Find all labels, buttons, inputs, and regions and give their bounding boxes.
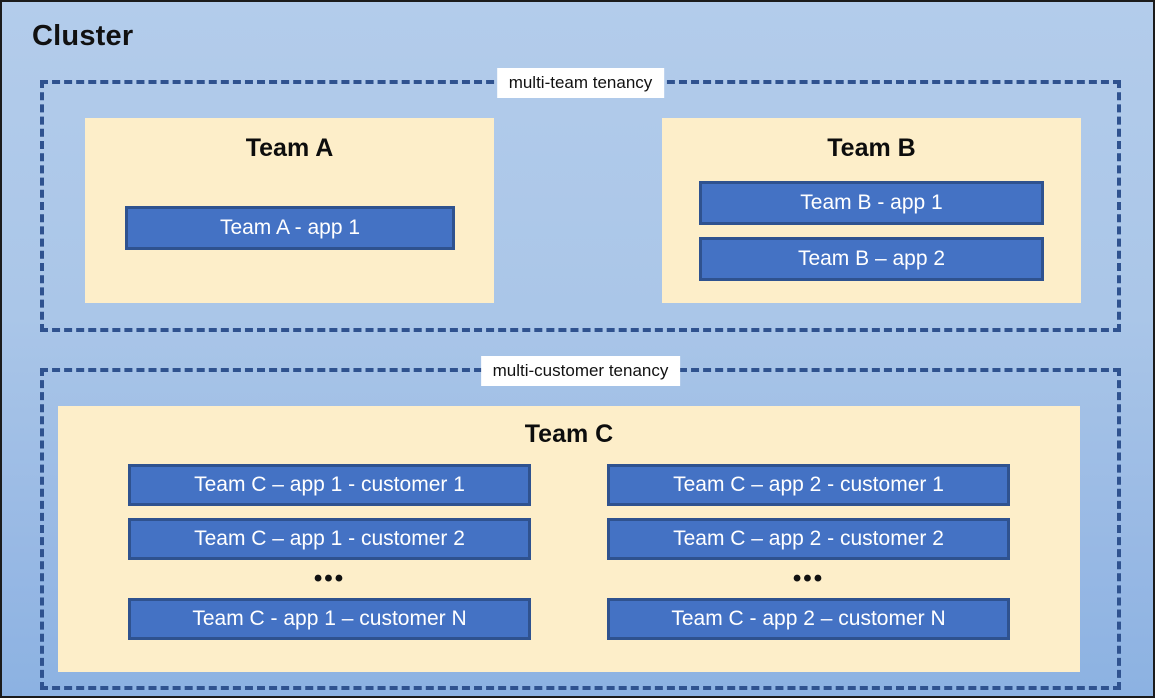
multi-customer-tenancy-region: multi-customer tenancy [40, 356, 1121, 690]
team-a-panel: Team A Team A - app 1 [85, 118, 494, 303]
team-c-title: Team C [524, 420, 614, 448]
team-c-panel: Team C Team C – app 1 - customer 1 Team … [58, 406, 1080, 672]
team-c-app-2-ellipsis: ••• [792, 565, 825, 592]
app-box-team-c-app-1-customer-2[interactable]: Team C – app 1 - customer 2 [128, 518, 531, 560]
app-box-team-c-app-1-customer-1[interactable]: Team C – app 1 - customer 1 [128, 464, 531, 506]
team-c-app-1-column: Team C – app 1 - customer 1 Team C – app… [128, 464, 531, 652]
team-b-title: Team B [827, 134, 916, 162]
team-a-app-list: Team A - app 1 [125, 206, 455, 250]
team-a-title: Team A [245, 134, 334, 162]
team-b-panel: Team B Team B - app 1 Team B – app 2 [662, 118, 1081, 303]
multi-customer-tenancy-label: multi-customer tenancy [480, 356, 681, 386]
team-b-app-list: Team B - app 1 Team B – app 2 [699, 181, 1044, 281]
team-c-column-group: Team C – app 1 - customer 1 Team C – app… [58, 464, 1080, 652]
team-c-app-2-column: Team C – app 2 - customer 1 Team C – app… [607, 464, 1010, 652]
team-c-app-1-ellipsis: ••• [313, 565, 346, 592]
app-box-team-c-app-2-customer-2[interactable]: Team C – app 2 - customer 2 [607, 518, 1010, 560]
app-box-team-b-app-2[interactable]: Team B – app 2 [699, 237, 1044, 281]
multi-team-tenancy-label: multi-team tenancy [496, 68, 665, 98]
page-title: Cluster [32, 20, 134, 52]
app-box-team-c-app-2-customer-1[interactable]: Team C – app 2 - customer 1 [607, 464, 1010, 506]
app-box-team-a-app-1[interactable]: Team A - app 1 [125, 206, 455, 250]
app-box-team-b-app-1[interactable]: Team B - app 1 [699, 181, 1044, 225]
app-box-team-c-app-1-customer-n[interactable]: Team C - app 1 – customer N [128, 598, 531, 640]
app-box-team-c-app-2-customer-n[interactable]: Team C - app 2 – customer N [607, 598, 1010, 640]
multi-team-tenancy-region: multi-team tenancy [40, 68, 1121, 332]
